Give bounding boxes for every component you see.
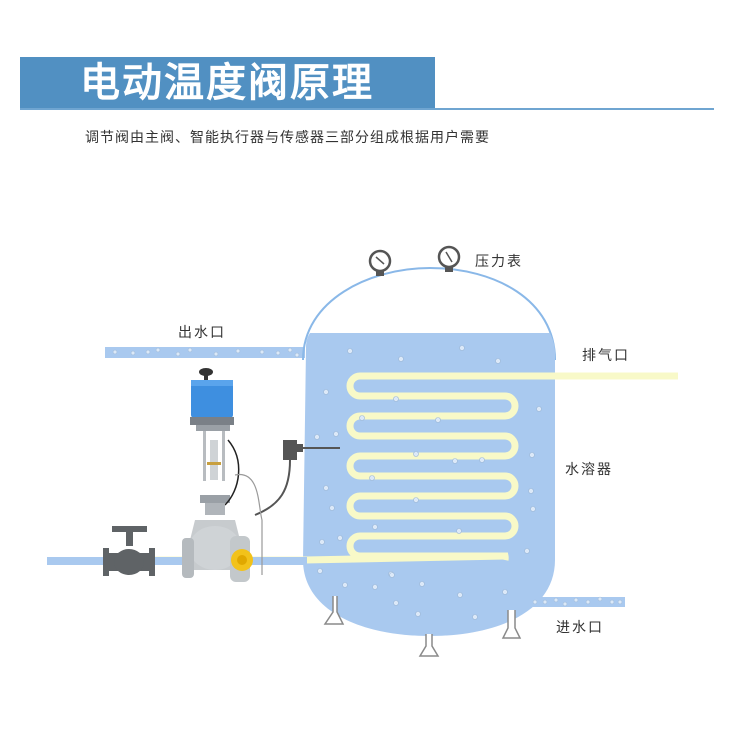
outlet-pipe bbox=[105, 347, 305, 358]
title-band bbox=[20, 57, 435, 109]
pressure-gauge-label: 压力表 bbox=[475, 254, 523, 270]
electric-control-valve bbox=[182, 368, 263, 582]
main-pipe bbox=[47, 557, 307, 565]
bubbles bbox=[314, 345, 542, 620]
water-outlet-label: 出水口 bbox=[178, 325, 226, 341]
pressure-gauge-1 bbox=[368, 249, 392, 276]
exhaust-port-label: 排气口 bbox=[582, 348, 630, 364]
inlet-pipe bbox=[528, 596, 625, 607]
pressure-gauge-2 bbox=[437, 245, 461, 272]
temperature-sensor bbox=[254, 440, 340, 516]
water-inlet-label: 进水口 bbox=[556, 620, 604, 636]
tank-legs bbox=[323, 596, 522, 657]
page-subtitle: 调节阀由主阀、智能执行器与传感器三部分组成根据用户需要 bbox=[85, 130, 490, 146]
title-divider bbox=[20, 108, 714, 110]
gate-valve bbox=[103, 526, 155, 576]
page-title: 电动温度阀原理 bbox=[80, 60, 374, 106]
water-tank-label: 水溶器 bbox=[565, 462, 613, 478]
